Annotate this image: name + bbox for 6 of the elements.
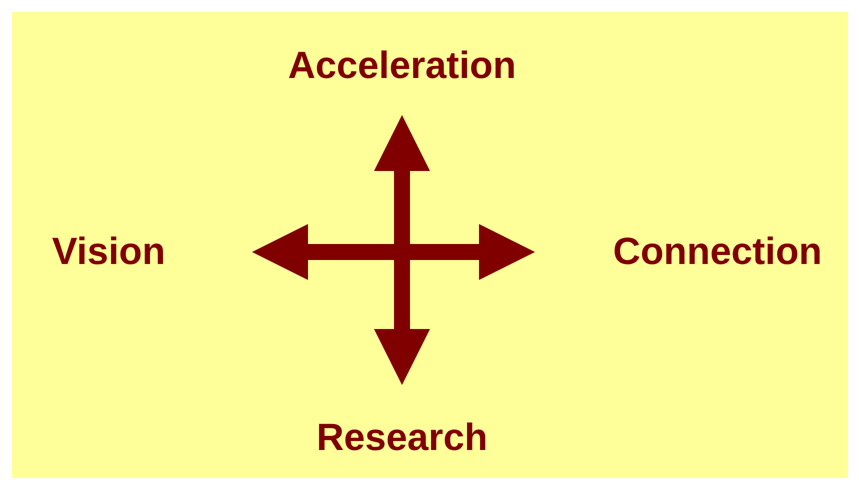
concept-label: Connection [535,215,830,289]
concept-label: Research [292,385,512,460]
concept-label: Vision [40,215,252,289]
concept-label: Acceleration [262,45,542,115]
double-headed-arrow [252,224,535,280]
double-headed-arrow [374,115,430,385]
